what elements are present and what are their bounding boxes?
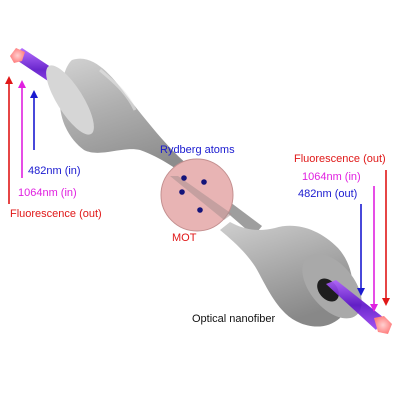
arrow-head-icon	[30, 90, 38, 98]
label-rydberg-atoms: Rydberg atoms	[160, 144, 235, 156]
label-left-fluorescence: Fluorescence (out)	[10, 208, 102, 220]
label-mot: MOT	[172, 232, 197, 244]
label-left-482: 482nm (in)	[28, 165, 81, 177]
left-fiber-body	[46, 58, 200, 181]
right-beam-tip	[374, 316, 392, 334]
left-arrows	[5, 76, 38, 204]
atom	[179, 189, 185, 195]
right-beam	[326, 280, 392, 334]
arrow-head-icon	[357, 288, 365, 296]
left-beam-tip	[10, 48, 25, 63]
arrow-head-icon	[370, 304, 378, 312]
arrow-head-icon	[5, 76, 13, 84]
label-left-1064: 1064nm (in)	[18, 187, 77, 199]
atom	[201, 179, 207, 185]
right-arrows	[357, 170, 390, 312]
atom	[181, 175, 187, 181]
rydberg-atoms	[179, 175, 207, 213]
label-right-482: 482nm (out)	[298, 188, 357, 200]
label-right-1064: 1064nm (in)	[302, 171, 361, 183]
arrow-head-icon	[18, 80, 26, 88]
label-optical-nanofiber: Optical nanofiber	[192, 313, 275, 325]
label-right-fluorescence: Fluorescence (out)	[294, 153, 386, 165]
arrow-head-icon	[382, 298, 390, 306]
atom	[197, 207, 203, 213]
fiber-in-mot	[170, 176, 232, 220]
